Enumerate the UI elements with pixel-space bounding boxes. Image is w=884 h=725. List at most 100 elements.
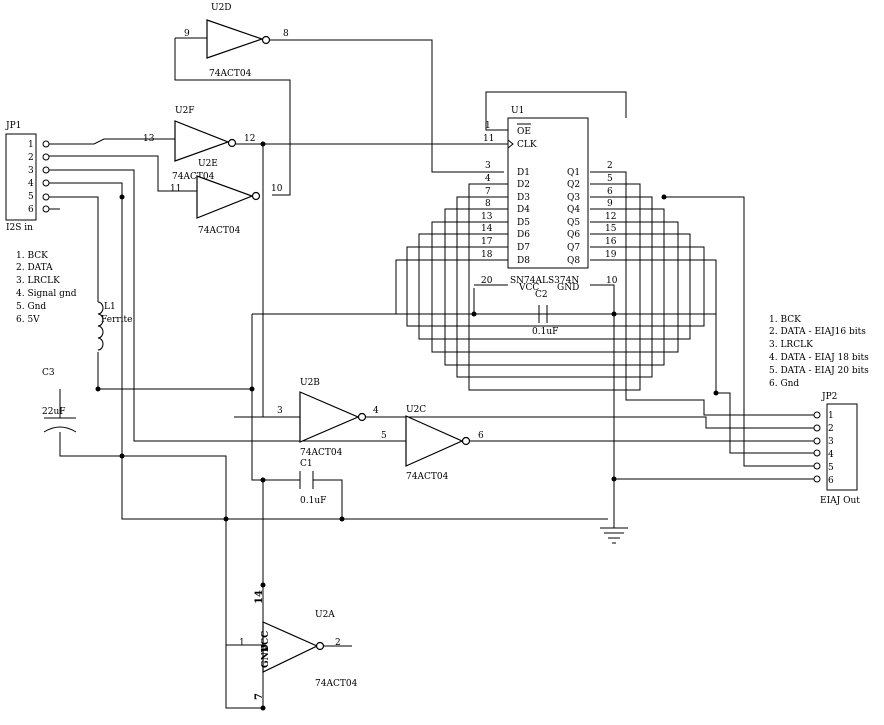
junction-dot <box>249 386 255 392</box>
junction-dot <box>611 311 617 317</box>
jp1-legend-item: 1. BCK <box>16 251 48 261</box>
u1-pin-number: 4 <box>485 174 491 184</box>
u1-gnd-pin: 10 <box>606 276 618 286</box>
capacitor-c2: C2 0.1uF <box>532 290 558 337</box>
u1-pin-name: D4 <box>517 205 530 215</box>
wire-sig-gnd <box>46 182 608 520</box>
u2a-triangle <box>262 621 319 673</box>
c3-curved-plate <box>43 426 77 433</box>
u1-pin-name: D8 <box>517 256 530 266</box>
jp2-pin-terminal <box>813 437 821 445</box>
u1-pin-number: 11 <box>483 134 494 144</box>
wire-bck-in <box>46 138 175 145</box>
junction-dot <box>260 582 266 588</box>
junction-dot <box>95 386 101 392</box>
wires <box>46 37 817 709</box>
wire-c3 <box>59 389 263 709</box>
u1-pin-name: Q2 <box>567 180 580 190</box>
jp2-legend-item: 6. Gnd <box>769 379 799 389</box>
c1-ref: C1 <box>300 459 313 469</box>
jp1-name: I2S in <box>6 223 33 233</box>
jp2-body <box>826 403 858 491</box>
l1-value: Ferrite <box>101 315 133 325</box>
u1-pin-name: D7 <box>517 243 530 253</box>
jp2-legend-item: 1. BCK <box>769 315 801 325</box>
jp1-pin-terminal <box>42 193 50 201</box>
u2a-out-pin: 2 <box>335 638 341 648</box>
u1-pin-number: 14 <box>481 224 493 234</box>
jp1-pin-terminal <box>42 166 50 174</box>
u1-pin-name: Q6 <box>567 230 580 240</box>
u2c-in-pin: 5 <box>381 431 387 441</box>
u2a-ref: U2A <box>315 610 335 620</box>
u1-body <box>507 117 589 269</box>
jp2-pin-terminal <box>813 449 821 457</box>
jp2-pin-terminal <box>813 462 821 470</box>
u1-pin-name: Q4 <box>567 205 580 215</box>
u1-pin-number: 15 <box>605 224 617 234</box>
u2a-in-pin: 1 <box>239 638 245 648</box>
jp2-pin-number: 1 <box>828 411 834 421</box>
u2c-triangle <box>405 415 464 467</box>
jp2-ref: JP2 <box>821 392 837 402</box>
wire-data-in <box>46 155 197 192</box>
u2f-out-pin: 12 <box>244 134 255 144</box>
junction-dot <box>119 453 125 459</box>
junction-dot <box>661 194 667 200</box>
u2a-pwr-pin: 14 <box>254 590 265 604</box>
u2e-part: 74ACT04 <box>198 226 241 236</box>
u1-gnd-label: GND <box>557 283 579 293</box>
c1-value: 0.1uF <box>300 496 326 506</box>
u1-pin-number: 2 <box>607 161 613 171</box>
c3-ref: C3 <box>42 368 55 378</box>
u1-pin-name: D2 <box>517 180 530 190</box>
wire-oe <box>485 91 627 131</box>
wire-gnd-u1 <box>590 284 615 528</box>
jp1-pins: 1 2 3 4 5 6 <box>28 140 50 215</box>
u2e-in-pin: 11 <box>170 184 181 194</box>
junction-dot <box>260 477 266 483</box>
u1-pin-name-oe: OE <box>517 127 531 137</box>
junctions <box>95 141 719 711</box>
u1-pin-number: 12 <box>605 212 616 222</box>
l1-ref: L1 <box>104 302 116 312</box>
u1-pin-number: 7 <box>485 187 491 197</box>
u1-ref: U1 <box>511 106 524 116</box>
junction-dot <box>713 390 719 396</box>
u2f-in-pin: 13 <box>143 134 155 144</box>
u2d-part: 74ACT04 <box>209 69 252 79</box>
u1-pin-name: D1 <box>517 168 530 178</box>
u1-pin-number: 19 <box>605 250 617 260</box>
inverter-u2f: U2F 13 12 74ACT04 <box>143 106 255 182</box>
jp1-ref: JP1 <box>5 121 21 131</box>
jp2-pin-number: 3 <box>828 437 834 447</box>
junction-dot <box>611 476 617 482</box>
u1-vcc-label: VCC <box>518 283 539 293</box>
u1-pin-number: 16 <box>605 237 617 247</box>
u1-pin-number: 18 <box>481 250 493 260</box>
capacitor-c1: C1 0.1uF <box>299 459 326 506</box>
jp2-pin-number: 2 <box>828 424 834 434</box>
capacitor-c3: C3 22uF <box>42 368 77 433</box>
u1-pin-number: 17 <box>481 237 493 247</box>
jp1-legend: 1. BCK 2. DATA 3. LRCLK 4. Signal gnd 5.… <box>16 251 77 325</box>
u1-pin-number: 6 <box>607 187 613 197</box>
wire-lrclk <box>46 169 406 442</box>
u2e-bubble <box>251 191 261 201</box>
jp2-pin-number: 6 <box>828 476 834 486</box>
jp2-legend-item: 5. DATA - EIAJ 20 bits <box>769 366 869 376</box>
jp2-name: EIAJ Out <box>820 496 860 506</box>
u2c-out-pin: 6 <box>478 431 484 441</box>
u1-pin-number: 5 <box>607 174 613 184</box>
jp1-legend-item: 3. LRCLK <box>16 276 60 286</box>
jp2-pin-terminal <box>813 411 821 419</box>
inverter-u2c: U2C 74ACT04 5 6 <box>381 405 484 482</box>
u1-pin-name-clk: CLK <box>517 140 537 150</box>
connector-jp2: JP2 EIAJ Out 1 2 3 4 5 6 1. BCK 2. DATA … <box>769 315 869 506</box>
wire-l1-bottom <box>97 352 252 390</box>
u1-pin-name: Q1 <box>567 168 580 178</box>
u1-pin-name: Q7 <box>567 243 580 253</box>
inductor-l1: L1 Ferrite <box>97 301 133 351</box>
u2a-gnd-pin: 7 <box>254 693 265 700</box>
